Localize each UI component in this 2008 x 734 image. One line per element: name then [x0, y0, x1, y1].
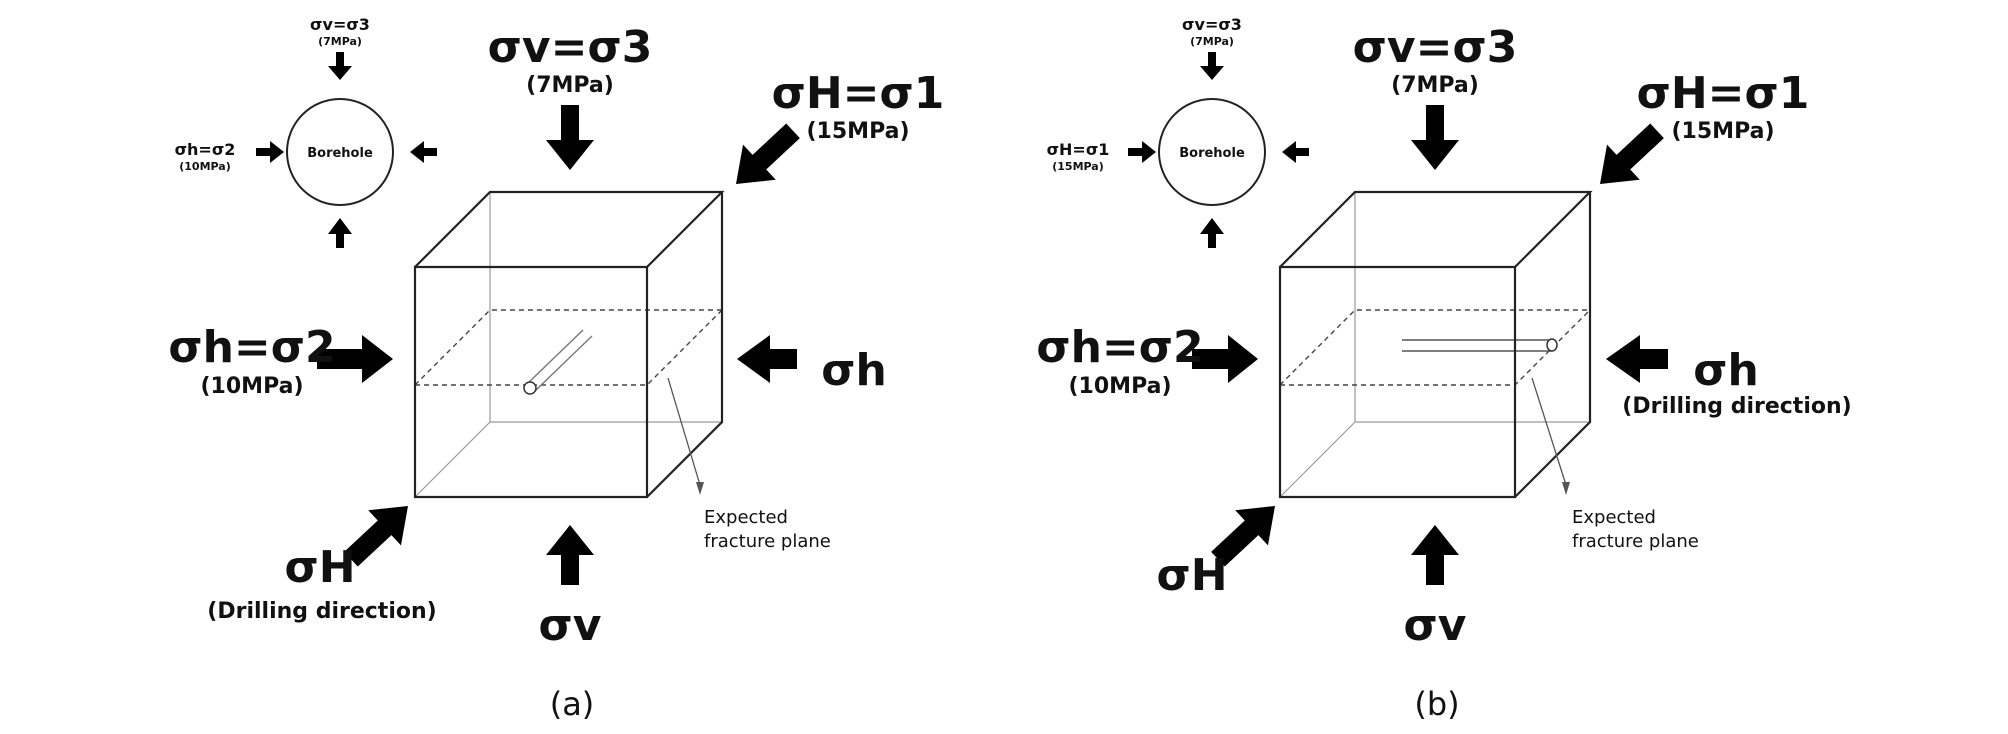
label-right-note: (Drilling direction): [1622, 394, 1851, 419]
arrow-sigma-v-top: [546, 105, 594, 170]
fracture-plane-front: [1280, 309, 1591, 386]
arrow-sigma-h-right: [737, 335, 797, 383]
cube-top-face: [414, 190, 725, 268]
inset-top-label: σv=σ3: [310, 15, 370, 34]
label-bottom: σv: [539, 600, 602, 651]
arrow-sigma-H-bottom: [344, 506, 408, 567]
label-corner: σH=σ1: [772, 68, 945, 119]
inset-arrow-right: [256, 141, 284, 163]
inset-arrow-down: [1200, 52, 1224, 80]
borehole-label: Borehole: [307, 146, 373, 161]
label-left: σh=σ2: [1036, 322, 1203, 373]
arrow-sigma-v-bottom: [1411, 525, 1459, 585]
inset-borehole-a: σv=σ3 (7MPa) Borehole σh=σ2 (10MPa): [175, 15, 437, 248]
inset-left-label: σh=σ2: [175, 140, 236, 159]
label-right: σh: [821, 345, 887, 396]
arrow-sigma-h-left: [1192, 335, 1258, 383]
label-left-value: (10MPa): [201, 374, 304, 399]
borehole-line-2: [534, 335, 593, 392]
inset-arrow-up: [328, 218, 352, 248]
inset-left-label: σH=σ1: [1047, 140, 1110, 159]
inset-arrow-right: [1128, 141, 1156, 163]
label-top-value: (7MPa): [1391, 73, 1479, 98]
inset-arrow-down: [328, 52, 352, 80]
fracture-label-1: Expected: [704, 507, 788, 528]
label-left: σh=σ2: [168, 322, 335, 373]
cube-right-face: [646, 192, 724, 498]
caption-b: (b): [1414, 685, 1459, 723]
inset-top-value: (7MPa): [318, 35, 362, 48]
inset-arrow-left: [410, 141, 437, 163]
fracture-pointer: [1531, 377, 1567, 486]
fracture-plane-front: [415, 309, 723, 386]
cube-hidden-edges: [1279, 192, 1356, 498]
borehole-circle: [1158, 98, 1266, 206]
inset-borehole-b: σv=σ3 (7MPa) Borehole σH=σ1 (15MPa): [1047, 15, 1309, 248]
label-corner-value: (15MPa): [807, 119, 910, 144]
cube-a: [413, 190, 725, 499]
cube-hidden-edges: [414, 192, 491, 498]
borehole-label: Borehole: [1179, 146, 1245, 161]
borehole-opening: [1546, 338, 1558, 352]
arrow-sigma-H-corner: [736, 123, 800, 184]
panel-a: σv=σ3 (7MPa) Borehole σh=σ2 (10MPa): [168, 15, 944, 723]
fracture-pointer: [667, 377, 701, 486]
fracture-plane-back: [1279, 309, 1590, 386]
arrow-sigma-h-left: [317, 335, 393, 383]
label-right: σh: [1693, 345, 1759, 396]
label-left-value: (10MPa): [1069, 374, 1172, 399]
label-bottom-left: σH: [284, 542, 355, 593]
inset-top-value: (7MPa): [1190, 35, 1234, 48]
label-bottom: σv: [1404, 600, 1467, 651]
arrow-sigma-H-corner: [1600, 123, 1664, 184]
label-top: σv=σ3: [1353, 22, 1518, 73]
borehole-circle: [286, 98, 394, 206]
arrow-sigma-H-bottom: [1211, 506, 1275, 567]
inset-left-value: (15MPa): [1052, 160, 1104, 173]
label-bottom-left-note: (Drilling direction): [207, 599, 436, 624]
inset-arrow-left: [1282, 141, 1309, 163]
fracture-label-2: fracture plane: [1572, 531, 1699, 552]
label-bottom-left: σH: [1156, 550, 1227, 601]
inset-left-value: (10MPa): [179, 160, 231, 173]
label-corner: σH=σ1: [1637, 68, 1810, 119]
cube-b: [1278, 190, 1593, 499]
caption-a: (a): [550, 685, 595, 723]
arrow-sigma-v-bottom: [546, 525, 594, 585]
inset-arrow-up: [1200, 218, 1224, 248]
fracture-plane-back: [414, 309, 722, 386]
cube-right-face: [1514, 192, 1592, 498]
fracture-label-1: Expected: [1572, 507, 1656, 528]
fracture-pointer-head: [696, 482, 704, 495]
label-top: σv=σ3: [488, 22, 653, 73]
borehole-opening: [523, 381, 537, 395]
label-corner-value: (15MPa): [1672, 119, 1775, 144]
label-top-value: (7MPa): [526, 73, 614, 98]
inset-top-label: σv=σ3: [1182, 15, 1242, 34]
arrow-sigma-v-top: [1411, 105, 1459, 170]
borehole-line-1: [525, 329, 584, 386]
fracture-label-2: fracture plane: [704, 531, 831, 552]
arrow-sigma-h-right: [1606, 335, 1668, 383]
panel-b: σv=σ3 (7MPa) Borehole σH=σ1 (15MPa): [1036, 15, 1851, 723]
cube-top-face: [1279, 190, 1593, 268]
fracture-pointer-head: [1562, 482, 1570, 495]
